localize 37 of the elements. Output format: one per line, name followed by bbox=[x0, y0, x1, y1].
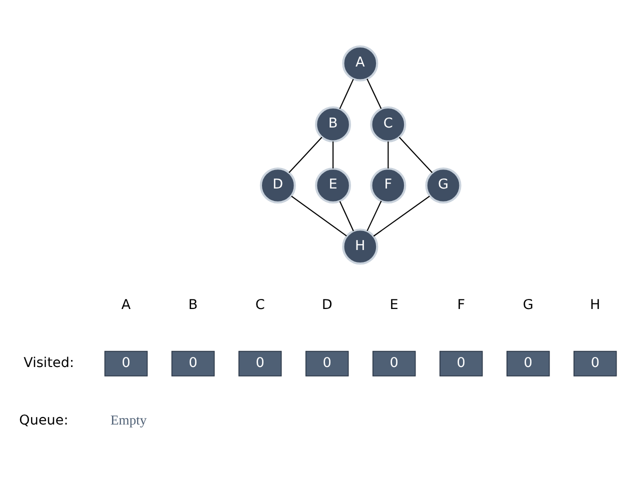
connector bbox=[373, 195, 430, 236]
node-box: 0 bbox=[238, 350, 282, 376]
label: Empty bbox=[110, 412, 147, 428]
label: H bbox=[590, 296, 600, 313]
connector bbox=[388, 141, 389, 168]
connector bbox=[288, 136, 322, 173]
label: G bbox=[522, 296, 534, 313]
node-box: 0 bbox=[574, 350, 617, 376]
node-box: 0 bbox=[506, 350, 550, 376]
connector bbox=[366, 200, 382, 231]
label: B bbox=[188, 296, 198, 313]
node-box: 0 bbox=[439, 350, 483, 376]
node-circle: E bbox=[315, 166, 352, 204]
node-box: 0 bbox=[372, 350, 416, 376]
connector bbox=[332, 141, 334, 168]
node-circle: G bbox=[425, 166, 462, 204]
node-box: 0 bbox=[305, 350, 349, 376]
node-circle: A bbox=[342, 44, 378, 81]
node-circle: C bbox=[370, 106, 406, 142]
node-box: 0 bbox=[104, 350, 148, 376]
label: A bbox=[121, 296, 131, 313]
label: Visited: bbox=[24, 354, 74, 370]
label: Queue: bbox=[19, 412, 68, 428]
connector bbox=[366, 78, 382, 108]
node-circle: B bbox=[315, 106, 352, 142]
connector bbox=[398, 136, 433, 173]
node-circle: F bbox=[370, 166, 406, 204]
connector bbox=[339, 200, 354, 231]
label: F bbox=[457, 296, 466, 313]
label: D bbox=[322, 296, 332, 313]
connector bbox=[291, 195, 347, 236]
node-box: 0 bbox=[171, 350, 215, 376]
node-circle: H bbox=[342, 228, 378, 264]
label: E bbox=[390, 296, 398, 313]
connector bbox=[339, 78, 354, 109]
node-circle: D bbox=[260, 166, 296, 204]
label: C bbox=[255, 296, 265, 313]
